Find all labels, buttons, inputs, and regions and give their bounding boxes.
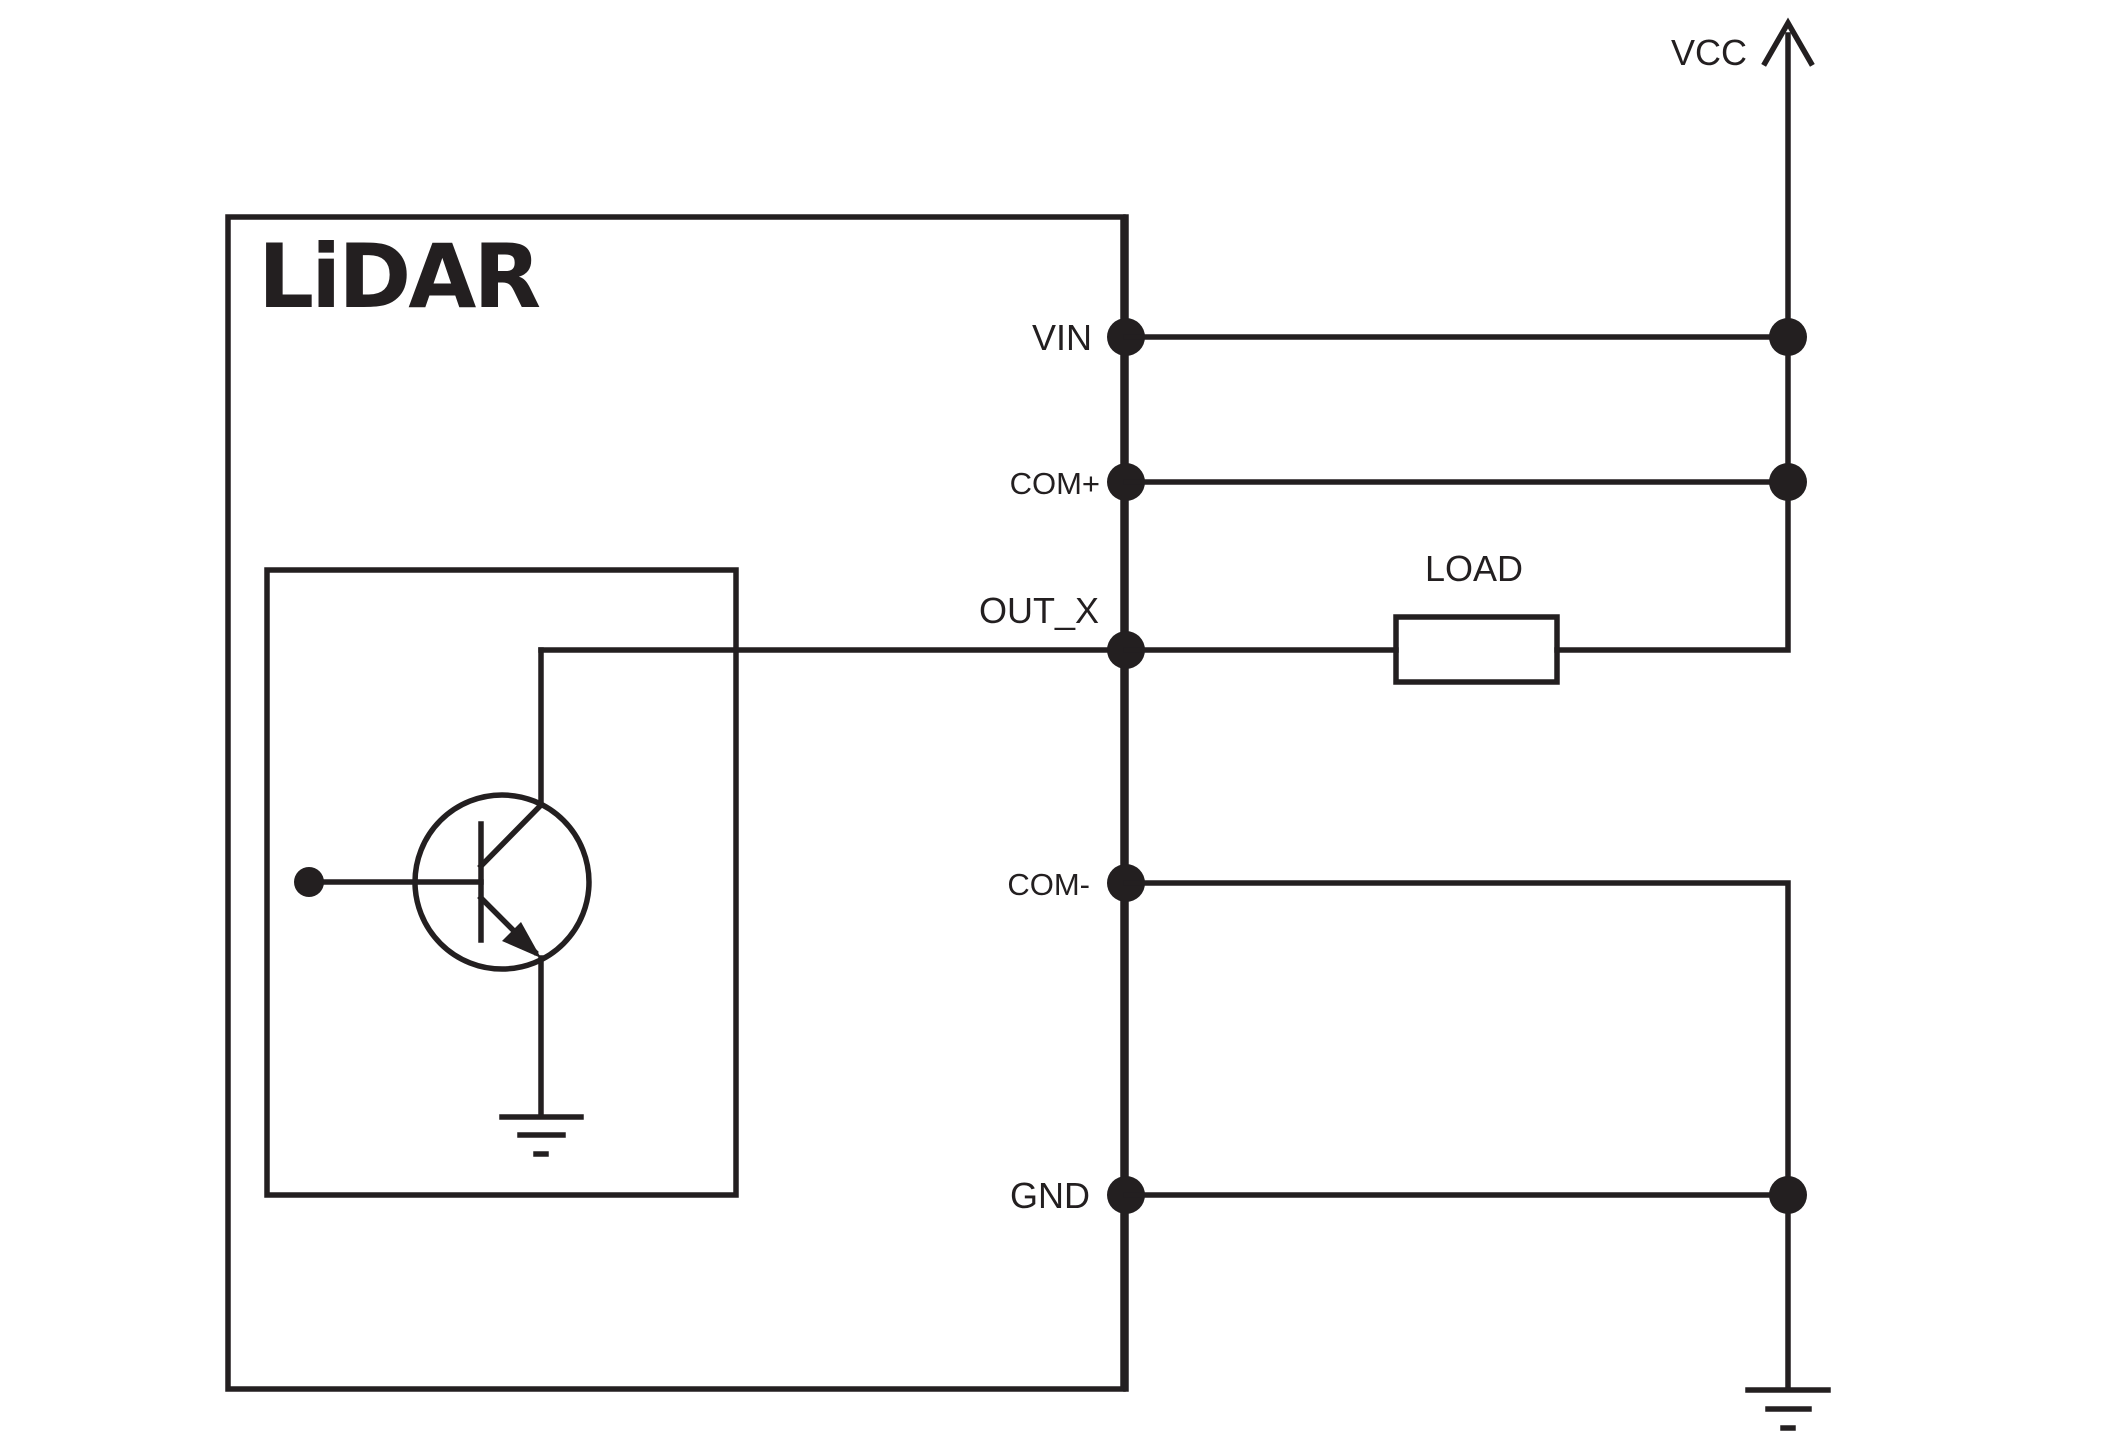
device-title: LiDAR	[258, 225, 539, 328]
ground-node	[1769, 1176, 1807, 1214]
vcc-arrow	[1761, 17, 1815, 67]
com-minus-wire	[1123, 880, 1791, 1198]
load-to-vcc-wire	[1554, 479, 1791, 653]
pin-label-out-x: OUT_X	[979, 590, 1099, 631]
vcc-node-vin	[1769, 318, 1807, 356]
load-label: LOAD	[1425, 548, 1523, 589]
pin-label-gnd: GND	[1010, 1175, 1090, 1216]
emitter-arrow	[502, 922, 541, 958]
collector-diagonal	[477, 801, 545, 870]
external-ground-symbol	[1745, 1387, 1831, 1431]
internal-ground-symbol	[499, 1114, 584, 1157]
npn-transistor	[294, 647, 592, 1118]
pin-label-vin: VIN	[1032, 317, 1092, 358]
vcc-node-com-plus	[1769, 463, 1807, 501]
pin-label-com-minus: COM-	[1007, 867, 1090, 902]
vcc-label: VCC	[1671, 32, 1747, 73]
output-stage-box	[264, 567, 739, 1198]
load-resistor	[1393, 614, 1560, 685]
pin-label-com-plus: COM+	[1010, 466, 1100, 501]
lidar-enclosure	[225, 214, 1126, 1392]
base-terminal	[294, 867, 324, 897]
